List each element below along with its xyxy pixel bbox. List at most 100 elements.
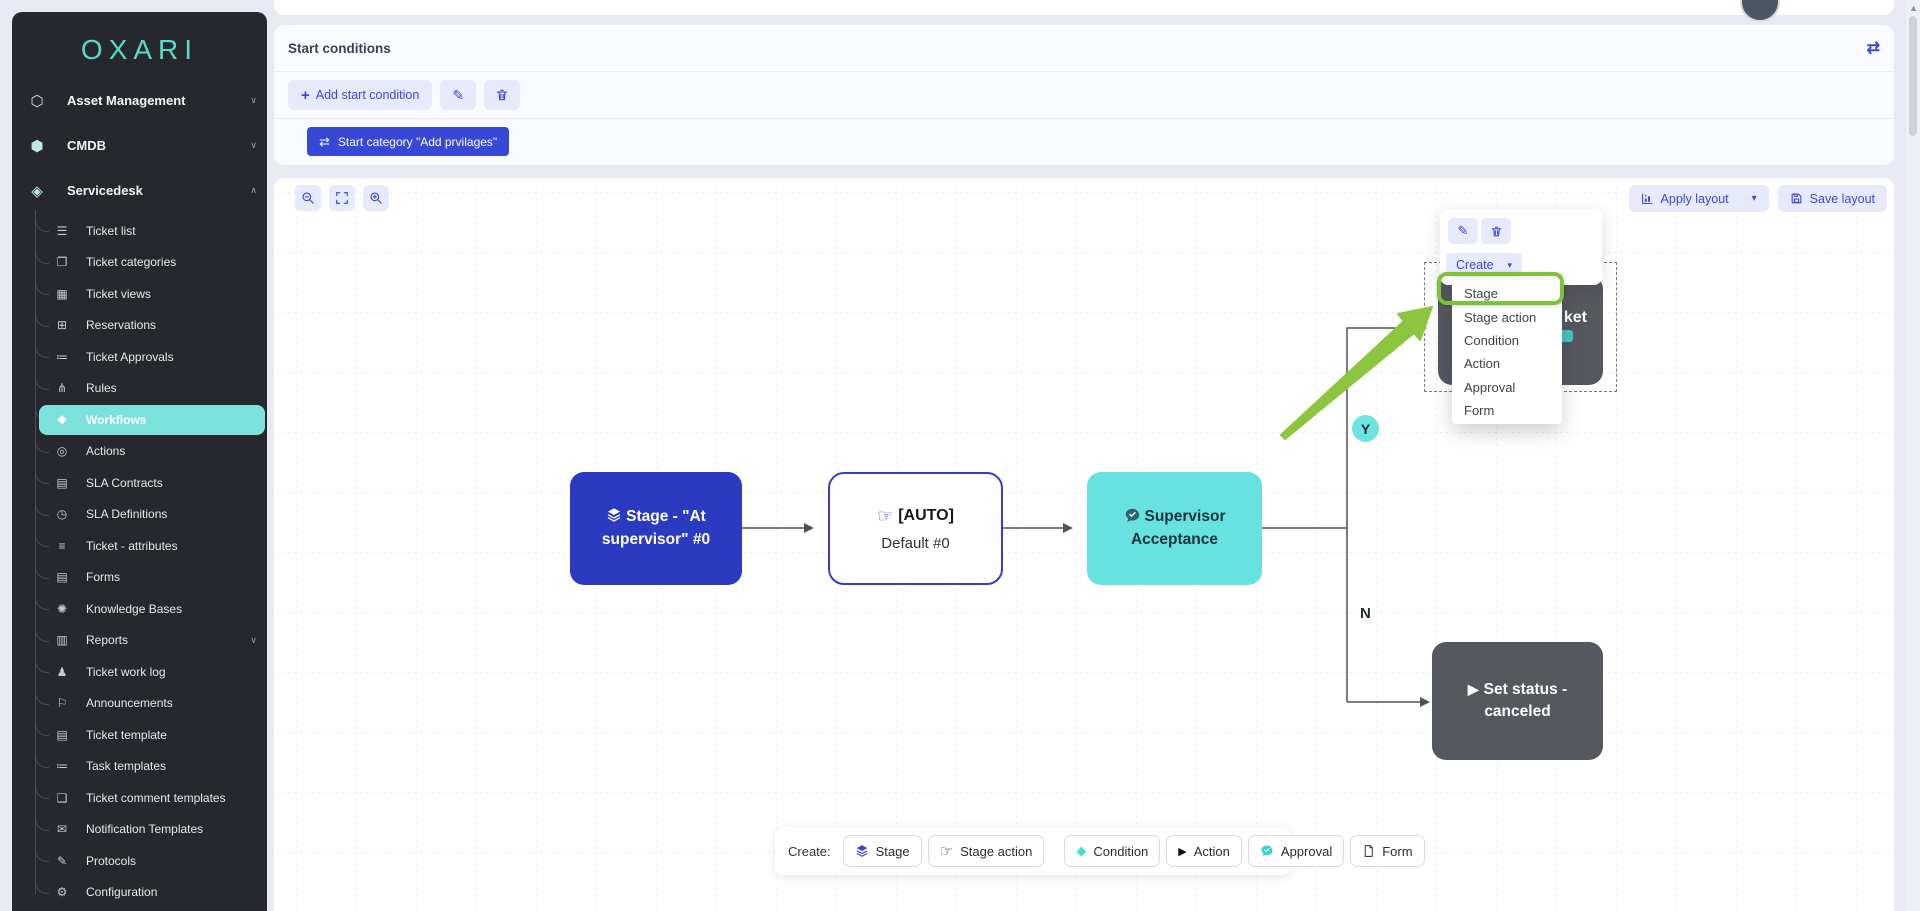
sidebar-item-cmdb[interactable]: ⬢ CMDB ∨ [12, 123, 267, 168]
page-scrollbar[interactable]: ▲ [1906, 0, 1920, 911]
sidebar-item-knowledge-bases[interactable]: ✺Knowledge Bases [12, 588, 267, 625]
play-icon: ▶ [1178, 845, 1187, 858]
ticket-work-log-icon: ♟ [56, 664, 68, 679]
create-condition-button[interactable]: ◆ Condition [1064, 835, 1161, 867]
trash-icon [1491, 226, 1501, 236]
branch-yes-badge: Y [1352, 415, 1379, 442]
sidebar-item-configuration[interactable]: ⚙Configuration [12, 871, 267, 909]
sidebar-item-ticket-views[interactable]: ▦Ticket views [12, 273, 267, 310]
zoom-out-button[interactable] [295, 185, 321, 211]
layers-icon [856, 845, 868, 857]
create-toolbar: Create: Stage ☞ Stage action ◆ Condition… [775, 827, 1425, 875]
ticket-comment-templates-icon: ❏ [56, 790, 68, 805]
add-start-condition-button[interactable]: + Add start condition [288, 80, 433, 110]
save-layout-button[interactable]: Save layout [1777, 185, 1887, 212]
zoom-in-button[interactable] [363, 185, 389, 211]
menu-item-form[interactable]: Form [1464, 403, 1495, 419]
sidebar-item-servicedesk[interactable]: ◈ Servicedesk ∧ [12, 168, 267, 213]
menu-item-condition[interactable]: Condition [1464, 332, 1519, 348]
create-stage-action-button[interactable]: ☞ Stage action [927, 835, 1045, 867]
delete-node-button[interactable] [1481, 218, 1511, 244]
sidebar-item-workflows[interactable]: ❖Workflows [12, 399, 267, 436]
sidebar-item-reservations[interactable]: ⊞Reservations [12, 304, 267, 342]
sidebar-item-protocols[interactable]: ✎Protocols [12, 840, 267, 877]
pencil-icon: ✎ [452, 86, 465, 103]
node-supervisor-acceptance[interactable]: Supervisor Acceptance [1087, 472, 1262, 585]
create-action-button[interactable]: ▶ Action [1166, 835, 1242, 867]
create-form-button[interactable]: Form [1350, 835, 1425, 867]
node-set-status-canceled[interactable]: ▶Set status - canceled [1432, 642, 1603, 760]
start-category-chip[interactable]: ⇄ Start category "Add prvilages" [307, 127, 510, 156]
ticket-categories-icon: ❐ [56, 255, 68, 270]
fit-view-icon [336, 192, 348, 204]
notification-templates-icon: ✉ [56, 822, 68, 837]
sidebar-item-task-templates[interactable]: ≔Task templates [12, 745, 267, 783]
sidebar-item-ticket-template[interactable]: ▤Ticket template [12, 714, 267, 751]
menu-item-stage-action[interactable]: Stage action [1464, 309, 1537, 325]
oxari-logo: OXARI [80, 34, 199, 65]
reports-icon: ▥ [56, 633, 68, 648]
approval-bubble-icon [1125, 508, 1139, 522]
announcements-icon: ⚐ [56, 696, 68, 711]
ticket-views-icon: ▦ [56, 286, 68, 301]
sidebar-item-ticket-list[interactable]: ☰Ticket list [12, 210, 267, 247]
delete-start-condition-button[interactable] [484, 80, 521, 110]
sidebar-item-forms[interactable]: ▤Forms [12, 556, 267, 594]
start-category-row: ⇄ Start category "Add prvilages" [274, 119, 1894, 164]
chevron-up-icon: ∧ [250, 185, 257, 195]
sidebar-item-ticket-categories[interactable]: ❐Ticket categories [12, 241, 267, 279]
start-conditions-header: Start conditions ⇄ [274, 25, 1894, 72]
sidebar-top-nav: ⬡ Asset Management ∨ ⬢ CMDB ∨ ◈ Serviced… [12, 78, 267, 213]
sla-contracts-icon: ▤ [56, 475, 68, 490]
apply-layout-button[interactable]: Apply layout ▾ [1628, 185, 1769, 212]
sidebar-item-sla-definitions[interactable]: ◷SLA Definitions [12, 493, 267, 531]
node-stage-at-supervisor[interactable]: Stage - "At supervisor" #0 [570, 472, 742, 585]
condition-diamond-icon: ◆ [1076, 843, 1087, 858]
sidebar-item-announcements[interactable]: ⚐Announcements [12, 682, 267, 720]
sidebar-item-reports[interactable]: ▥Reports∨ [12, 619, 267, 657]
chevron-down-icon: ∨ [250, 140, 257, 150]
sidebar-item-rules[interactable]: ⋔Rules [12, 367, 267, 405]
sidebar-item-ticket-approvals[interactable]: ≔Ticket Approvals [12, 336, 267, 373]
start-conditions-panel: Start conditions ⇄ + Add start condition… [274, 25, 1894, 165]
sidebar-item-notification-templates[interactable]: ✉Notification Templates [12, 808, 267, 846]
sidebar-item-asset-management[interactable]: ⬡ Asset Management ∨ [12, 78, 267, 123]
asset-management-icon: ⬡ [30, 92, 44, 110]
canvas-layout-toolbar: Apply layout ▾ Save layout [1628, 185, 1887, 212]
menu-item-stage[interactable]: Stage [1464, 286, 1498, 302]
user-avatar[interactable] [1740, 0, 1780, 22]
create-approval-button[interactable]: Approval [1247, 835, 1345, 867]
edit-start-condition-button[interactable]: ✎ [440, 80, 477, 110]
menu-item-action[interactable]: Action [1464, 356, 1501, 372]
sidebar-item-actions[interactable]: ◎Actions [12, 430, 267, 468]
node-stage-action-auto-default[interactable]: ☞ [AUTO] Default #0 [828, 472, 1003, 585]
form-document-icon [1364, 845, 1374, 857]
sidebar-item-sla-contracts[interactable]: ▤SLA Contracts [12, 462, 267, 499]
scrollbar-thumb[interactable] [1909, 16, 1917, 136]
task-templates-icon: ≔ [56, 759, 68, 774]
save-icon [1791, 193, 1802, 204]
caret-down-icon: ▾ [1751, 193, 1757, 204]
sidebar-item-ticket-comment-templates[interactable]: ❏Ticket comment templates [12, 777, 267, 814]
branch-no-label: N [1357, 605, 1374, 622]
ticket-list-icon: ☰ [56, 223, 68, 238]
scroll-up-arrow[interactable]: ▲ [1909, 3, 1918, 13]
annotation-highlight-stage [1437, 272, 1564, 305]
pencil-icon: ✎ [1457, 223, 1469, 238]
menu-item-approval[interactable]: Approval [1464, 379, 1516, 395]
workflows-icon: ❖ [56, 412, 68, 427]
sidebar-item-ticket-attributes[interactable]: ≡Ticket - attributes [12, 525, 267, 562]
caret-down-icon: ▾ [1507, 259, 1513, 270]
create-stage-button[interactable]: Stage [842, 835, 922, 867]
workflow-canvas[interactable]: Apply layout ▾ Save layout Stage - "At s… [274, 178, 1894, 911]
edit-node-button[interactable]: ✎ [1448, 218, 1478, 244]
repeat-icon[interactable]: ⇄ [1866, 40, 1880, 57]
fit-view-button[interactable] [329, 185, 355, 211]
sidebar-item-ticket-work-log[interactable]: ♟Ticket work log [12, 651, 267, 688]
ticket-approvals-icon: ≔ [56, 349, 68, 364]
ticket-template-icon: ▤ [56, 727, 68, 742]
zoom-in-icon [370, 192, 382, 204]
canvas-grid-and-edges [274, 178, 1894, 911]
knowledge-bases-icon: ✺ [56, 601, 68, 616]
